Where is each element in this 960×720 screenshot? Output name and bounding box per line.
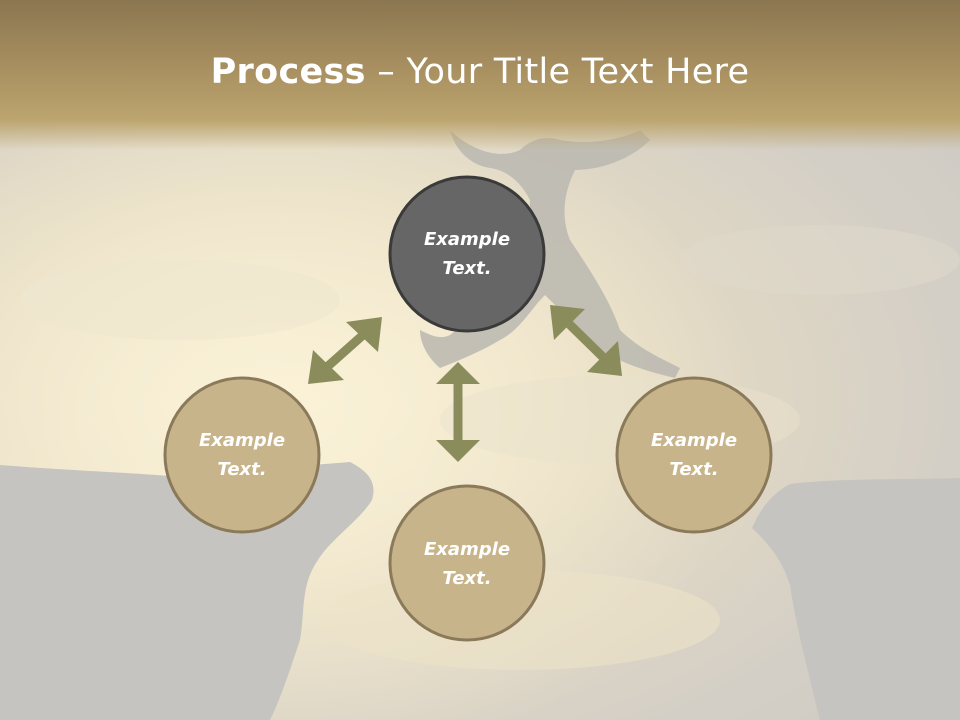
bottom-circle-text: Example Text. <box>387 535 547 593</box>
bottom-line-1: Example <box>423 539 511 560</box>
title-bold-part: Process <box>210 52 366 92</box>
center-circle-text: Example Text. <box>387 225 547 283</box>
left-line-1: Example <box>198 430 286 451</box>
title-rest-part: – Your Title Text Here <box>365 52 750 92</box>
title-band <box>0 0 960 150</box>
arrow-center-left <box>308 317 382 384</box>
center-line-1: Example <box>423 229 511 250</box>
circle-center <box>388 175 546 333</box>
circle-bottom <box>388 484 546 642</box>
arrow-center-bottom <box>436 362 480 462</box>
bottom-line-2: Text. <box>442 568 492 589</box>
slide-title: Process – Your Title Text Here <box>0 52 960 92</box>
left-line-2: Text. <box>217 459 267 480</box>
circle-right <box>615 376 773 534</box>
circle-left <box>163 376 321 534</box>
arrow-center-right <box>550 305 622 376</box>
left-circle-text: Example Text. <box>162 426 322 484</box>
right-circle-text: Example Text. <box>614 426 774 484</box>
center-line-2: Text. <box>442 258 492 279</box>
right-line-1: Example <box>650 430 738 451</box>
right-line-2: Text. <box>669 459 719 480</box>
